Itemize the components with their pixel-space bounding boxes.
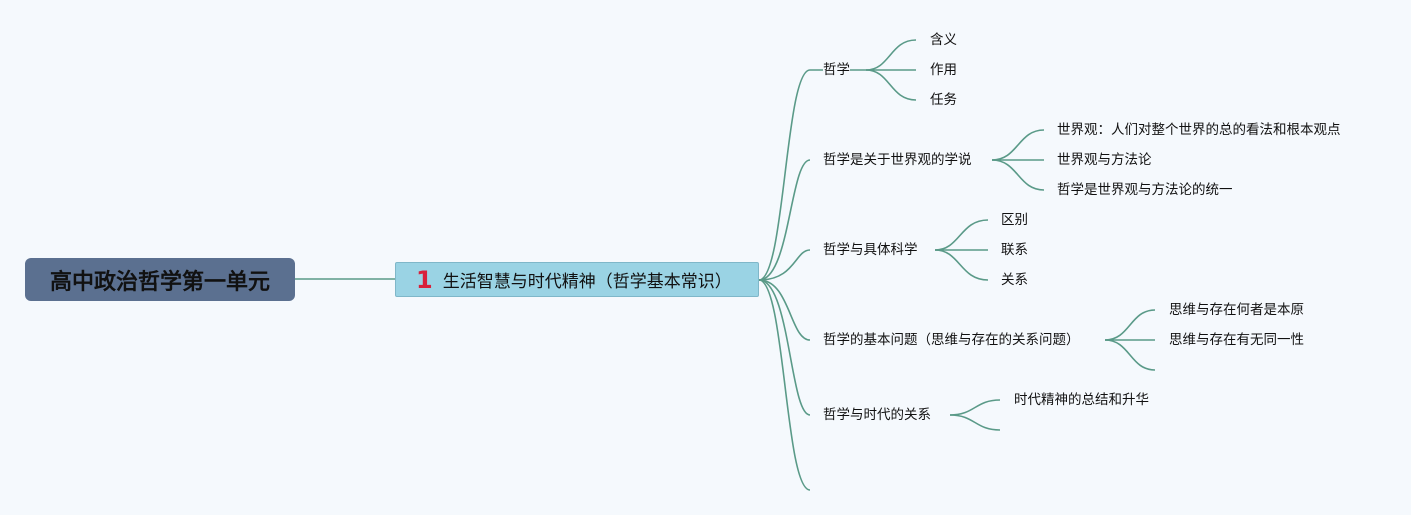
- leaf-node[interactable]: 时代精神的总结和升华: [1014, 391, 1149, 409]
- topic-number-badge: 1: [416, 265, 433, 294]
- leaf-node[interactable]: 哲学是世界观与方法论的统一: [1057, 181, 1233, 199]
- root-node[interactable]: 高中政治哲学第一单元: [25, 258, 295, 301]
- root-label: 高中政治哲学第一单元: [49, 269, 270, 295]
- branch-node[interactable]: 哲学是关于世界观的学说: [823, 151, 972, 169]
- leaf-node[interactable]: 思维与存在有无同一性: [1169, 331, 1304, 349]
- leaf-node[interactable]: 联系: [1001, 241, 1028, 259]
- branch-node[interactable]: 哲学: [823, 61, 850, 79]
- leaf-node[interactable]: 关系: [1001, 271, 1028, 289]
- branch-node[interactable]: 哲学与具体科学: [823, 241, 918, 259]
- leaf-node[interactable]: 任务: [930, 91, 957, 109]
- leaf-node[interactable]: 含义: [930, 31, 957, 49]
- main-topic-label: 生活智慧与时代精神（哲学基本常识）: [442, 272, 732, 292]
- leaf-node[interactable]: 思维与存在何者是本原: [1169, 301, 1304, 319]
- leaf-node[interactable]: 世界观与方法论: [1057, 151, 1152, 169]
- leaf-node[interactable]: 区别: [1001, 211, 1028, 229]
- branch-node[interactable]: 哲学的基本问题（思维与存在的关系问题）: [823, 331, 1080, 349]
- main-topic-node[interactable]: 1 生活智慧与时代精神（哲学基本常识）: [395, 262, 759, 297]
- leaf-node[interactable]: 作用: [930, 61, 957, 79]
- branch-node[interactable]: 哲学与时代的关系: [823, 406, 931, 424]
- leaf-node[interactable]: 世界观：人们对整个世界的总的看法和根本观点: [1057, 121, 1341, 139]
